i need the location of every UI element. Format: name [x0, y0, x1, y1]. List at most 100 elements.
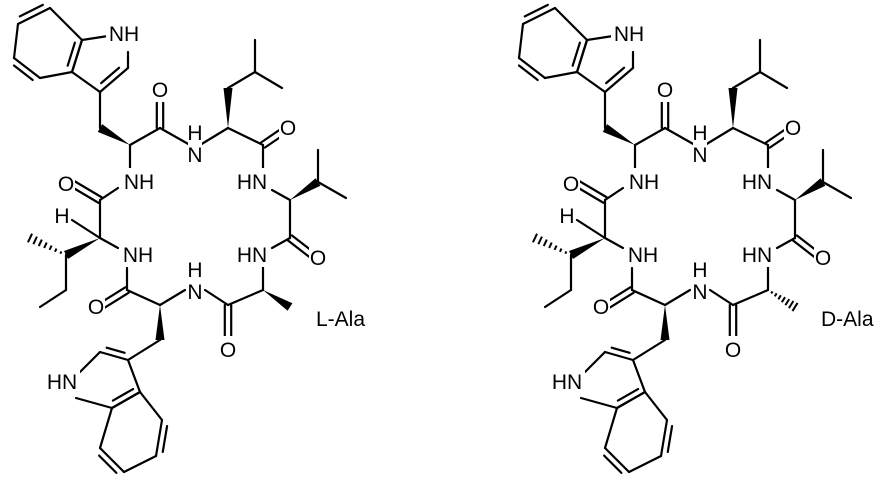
atom-n-trp2-backdrop	[188, 278, 202, 304]
atom-o-ala-backdrop	[219, 336, 237, 362]
bond-ala-c-n	[203, 288, 230, 307]
atom-hn-ala-backdrop	[235, 241, 269, 267]
bond-trp2-cg	[126, 338, 162, 362]
atom-hn-val: HN	[237, 171, 267, 194]
bond-trp2-benz-1	[110, 390, 142, 410]
bond-trp2-pyrrole-a	[98, 350, 130, 362]
bond-trp2-benz-5-inner	[98, 454, 118, 474]
hash-stroke	[537, 236, 543, 245]
atom-hn-trp2-indole: HN	[47, 371, 77, 394]
atom-nh-ile: NH	[123, 244, 153, 267]
atom-o-leu-backdrop	[784, 114, 802, 140]
atom-o-ile: O	[58, 173, 74, 196]
hash-stroke	[48, 245, 53, 251]
bond-trp2-benz-1-inner	[616, 387, 640, 402]
hashed-ala-methyl	[770, 290, 799, 312]
atom-h-ile: H	[559, 205, 574, 228]
atom-hn-trp2-indole-backdrop	[549, 368, 585, 394]
atom-nh-trp1-backdrop	[122, 168, 156, 194]
hash-stroke	[32, 236, 38, 245]
atom-hn-val-backdrop	[740, 168, 774, 194]
atom-o-val: O	[815, 247, 831, 270]
hash-stroke	[542, 239, 548, 247]
atom-h-trp2: H	[187, 259, 202, 282]
bond-trp2-ca-c	[125, 288, 162, 307]
bond-trp1-ca-c	[633, 126, 667, 147]
bond-leu-ca-c	[226, 126, 265, 147]
bond-trp2-pyrrole-e	[631, 358, 647, 394]
hash-stroke	[770, 290, 774, 294]
bond-trp2-pyrrole-b	[78, 350, 102, 374]
hash-stroke	[564, 251, 568, 255]
bond-co-trp2	[605, 286, 632, 304]
atom-o-leu: O	[280, 117, 296, 140]
atom-nh-ile-backdrop	[121, 241, 155, 267]
bond-trp1-benz-6	[70, 38, 84, 74]
bond-trp2-benz-1	[615, 390, 647, 410]
bond-trp2-pyrrole-a-inner	[610, 346, 631, 354]
bond-trp1-c-n	[158, 126, 192, 147]
bond-trp2-benz-5	[98, 446, 126, 474]
bond-ile-c-n	[98, 186, 120, 202]
atom-h-trp2: H	[692, 259, 707, 282]
atom-o-trp1-backdrop	[656, 76, 674, 102]
atom-n-trp2: N	[692, 281, 707, 304]
hash-stroke	[54, 248, 58, 253]
bond-trp1-benz-4	[521, 6, 557, 26]
bond-trp1-pyrrole-a	[603, 66, 635, 94]
caption-d-ala: D-Ala	[821, 308, 874, 331]
bond-trp1-benz-4-inner	[523, 3, 549, 18]
bond-trp1-pyrrole-a	[98, 66, 130, 94]
bond-co-trp2-second	[103, 291, 130, 309]
hash-stroke	[559, 248, 563, 253]
bond-leu-ca-c	[731, 126, 770, 147]
bond-val-cg2	[316, 180, 348, 200]
hash-stroke	[777, 294, 782, 300]
bond-ala-ca-c	[226, 288, 265, 307]
atom-hn-ala-backdrop	[740, 241, 774, 267]
bond-trp1-benz-1	[38, 70, 74, 80]
atom-nh-trp1: NH	[124, 171, 154, 194]
atom-o-val-backdrop	[814, 244, 832, 270]
wedge-trp2-cb	[155, 305, 165, 340]
bond-leu-cd2	[758, 70, 789, 90]
bond-ile-cd	[38, 288, 68, 309]
atom-hn-trp2-indole: HN	[552, 371, 582, 394]
bond-co-trp2	[100, 286, 127, 304]
atom-o-trp2-backdrop	[87, 293, 105, 319]
atom-o-ala: O	[725, 339, 741, 362]
wedge-leu-cb	[223, 88, 233, 128]
atom-n-leu-backdrop	[188, 141, 202, 167]
atom-h-trp2-backdrop	[693, 256, 707, 282]
bond-co-val	[286, 239, 312, 259]
hashed-ile-methyl	[27, 233, 63, 255]
atom-o-ala-backdrop	[724, 336, 742, 362]
atom-h-leu: H	[692, 122, 707, 145]
bond-trp1-pyrrole-b	[575, 70, 607, 94]
wedge-trp2-cb	[660, 305, 670, 340]
atom-nh-ile-backdrop	[626, 241, 660, 267]
hash-stroke	[788, 300, 795, 309]
bond-leu-cd2	[253, 70, 284, 90]
bond-leu-cg	[226, 70, 257, 90]
wedge-leu-cb	[728, 88, 738, 128]
bond-co-ile	[578, 180, 608, 199]
bond-ile-n-ca	[98, 236, 120, 250]
bond-trp1-benz-3	[517, 22, 525, 60]
wedge-trp1-cb	[97, 124, 130, 145]
wedge-ile-cb	[568, 238, 605, 260]
bond-co-ile	[73, 180, 103, 199]
atom-hn-ala: HN	[742, 244, 772, 267]
bond-ile-cd	[543, 288, 573, 309]
bond-trp2-benz-5	[603, 446, 631, 474]
bond-trp2-pyrrole-c	[579, 396, 619, 410]
bond-ala-c-n	[708, 288, 735, 307]
bond-ile-h	[70, 218, 102, 240]
bond-trp2-benz-4	[627, 454, 663, 474]
bond-trp2-n-ca	[158, 288, 187, 307]
hash-stroke	[784, 298, 791, 306]
bond-trp1-benz-2-inner	[12, 64, 34, 82]
atom-o-trp1-backdrop	[151, 76, 169, 102]
